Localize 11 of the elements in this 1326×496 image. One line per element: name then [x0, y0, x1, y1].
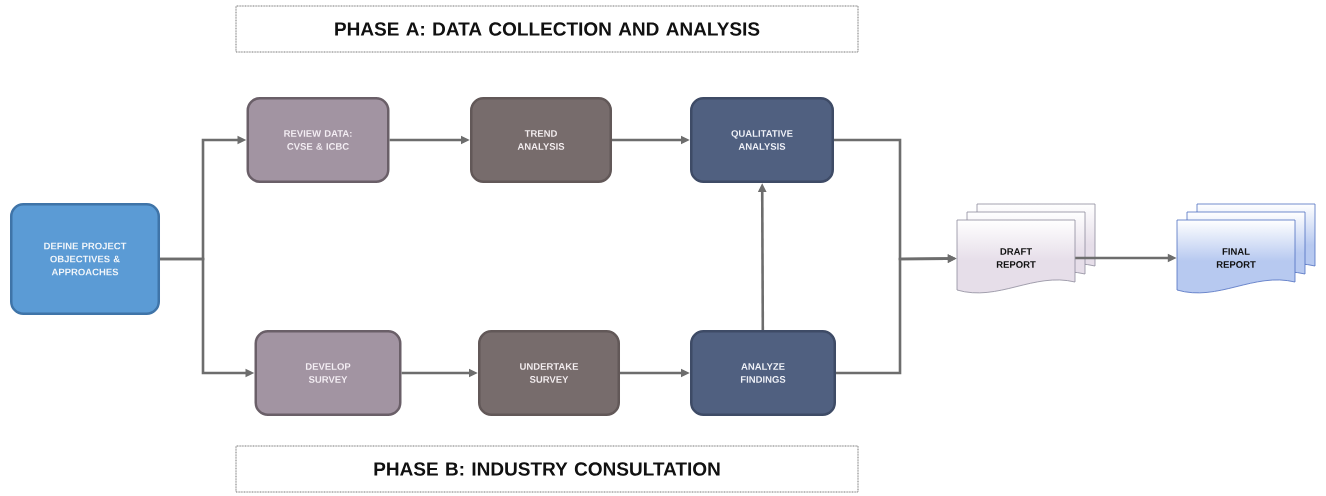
- process-box: REVIEW DATA: CVSE & ICBC: [246, 97, 390, 183]
- process-box: QUALITATIVE ANALYSIS: [690, 97, 834, 183]
- process-box: TREND ANALYSIS: [470, 97, 612, 183]
- process-box: DEVELOP SURVEY: [254, 330, 402, 416]
- process-box: DEFINE PROJECT OBJECTIVES & APPROACHES: [10, 203, 160, 315]
- process-box: ANALYZE FINDINGS: [690, 330, 836, 416]
- phase-heading-box: PHASE B: INDUSTRY CONSULTATION: [235, 445, 859, 493]
- process-box: UNDERTAKE SURVEY: [478, 330, 620, 416]
- phase-heading-box: PHASE A: DATA COLLECTION AND ANALYSIS: [235, 5, 859, 53]
- document-stack: FINAL REPORT: [1176, 203, 1316, 294]
- document-stack: DRAFT REPORT: [956, 203, 1096, 294]
